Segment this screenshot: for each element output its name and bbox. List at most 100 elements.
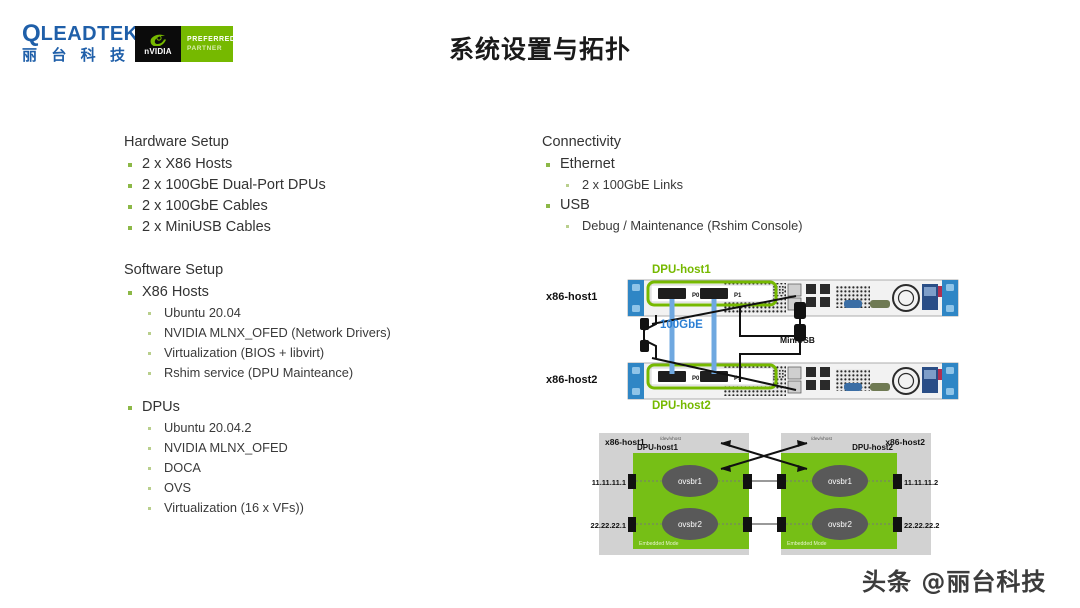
- bullet-square-icon: [128, 226, 132, 230]
- logical-ovsbr1-right: [812, 465, 868, 497]
- port-label-p0: P0: [692, 293, 700, 299]
- software-setup-list: X86 Hosts Ubuntu 20.04 NVIDIA MLNX_OFED …: [124, 282, 514, 518]
- list-item: Ubuntu 20.04.2: [142, 418, 514, 438]
- list-item: Debug / Maintenance (Rshim Console): [560, 216, 902, 236]
- leadtek-chinese-row: 丽 台 科 技: [22, 47, 125, 64]
- partner-line-2: PARTNER: [187, 45, 223, 52]
- list-item: Virtualization (BIOS + libvirt): [142, 343, 514, 363]
- usb-connector-heads: [640, 302, 806, 352]
- logical-host2-label: x86-host2: [885, 437, 925, 447]
- hardware-diagram-host1-label: x86-host1: [546, 291, 598, 303]
- nvidia-brand-block: nVIDIA: [135, 26, 181, 62]
- leadtek-cn-char-3: 科: [80, 47, 96, 64]
- port-label-p0: P0: [692, 376, 700, 382]
- partner-line-1: PREFERRED: [187, 36, 233, 43]
- sub-bullet-square-icon: [566, 183, 569, 187]
- group-spacer: [124, 383, 514, 397]
- list-item: NVIDIA MLNX_OFED (Network Drivers): [142, 323, 514, 343]
- logical-dpu1-label: DPU-host1: [637, 443, 678, 452]
- list-item-dpus: DPUs Ubuntu 20.04.2 NVIDIA MLNX_OFED DOC…: [124, 397, 514, 518]
- list-item: Rshim service (DPU Mainteance): [142, 363, 514, 383]
- server-chassis-host1: P0 P1: [627, 279, 959, 317]
- bullet-square-icon: [128, 163, 132, 167]
- list-item-label: 2 x 100GbE Dual-Port DPUs: [142, 177, 326, 193]
- list-item-label: Virtualization (BIOS + libvirt): [164, 345, 325, 360]
- port-label-p1: P1: [734, 293, 742, 299]
- logical-topology-diagram: ovsbr1 ovsbr2 ovsbr1 ovsbr2: [585, 427, 945, 560]
- hardware-diagram-dpu2-label: DPU-host2: [652, 400, 711, 412]
- hardware-diagram-dpu1-label: DPU-host1: [652, 264, 711, 276]
- list-item-ethernet: Ethernet 2 x 100GbE Links: [542, 154, 902, 195]
- list-item-label: OVS: [164, 480, 192, 495]
- list-item-label: Rshim service (DPU Mainteance): [164, 365, 354, 380]
- watermark: 头条 @丽台科技: [862, 568, 1047, 596]
- hardware-diagram-host2-label: x86-host2: [546, 374, 598, 386]
- connectivity-heading: Connectivity: [542, 134, 621, 150]
- section-spacer: [124, 238, 514, 259]
- group-label: DPUs: [142, 399, 180, 415]
- list-item: Ubuntu 20.04: [142, 303, 514, 323]
- list-item-x86-hosts: X86 Hosts Ubuntu 20.04 NVIDIA MLNX_OFED …: [124, 282, 514, 383]
- list-item-label: 2 x 100GbE Links: [582, 177, 684, 192]
- leadtek-q-mark: Q: [22, 20, 41, 47]
- bullet-square-icon: [128, 205, 132, 209]
- hardware-setup-heading: Hardware Setup: [124, 134, 229, 150]
- list-item-label: Virtualization (16 x VFs)): [164, 500, 304, 515]
- leadtek-logo: Q LEADTEK 丽 台 科 技: [22, 20, 138, 67]
- dpus-sublist: Ubuntu 20.04.2 NVIDIA MLNX_OFED DOCA OVS…: [142, 418, 514, 518]
- logical-dev-label-left: /dev/vhost: [660, 436, 682, 441]
- list-item: 2 x 100GbE Cables: [124, 196, 514, 217]
- sub-bullet-square-icon: [148, 311, 151, 315]
- leadtek-cn-char-1: 丽: [22, 47, 38, 64]
- sub-bullet-square-icon: [148, 446, 151, 450]
- right-content-column: Connectivity Ethernet 2 x 100GbE Links U…: [542, 131, 902, 236]
- nvidia-eye-icon: [150, 34, 166, 46]
- page-title: 系统设置与拓扑: [448, 35, 631, 64]
- logical-left-ip2: 22.22.22.1: [591, 521, 626, 530]
- sub-bullet-square-icon: [148, 486, 151, 490]
- leadtek-cn-char-4: 技: [109, 47, 125, 64]
- logical-ovsbr1-left: [662, 465, 718, 497]
- logical-right-ip2: 22.22.22.2: [904, 521, 939, 530]
- list-item: 2 x 100GbE Dual-Port DPUs: [124, 175, 514, 196]
- hardware-topology-diagram: P0 P1: [546, 262, 960, 417]
- list-item-usb: USB Debug / Maintenance (Rshim Console): [542, 195, 902, 236]
- connectivity-list: Ethernet 2 x 100GbE Links USB Debug / Ma…: [542, 154, 902, 236]
- sub-bullet-square-icon: [148, 351, 151, 355]
- usb-sublist: Debug / Maintenance (Rshim Console): [560, 216, 902, 236]
- logical-left-ip1: 11.11.11.1: [592, 478, 626, 487]
- sub-bullet-square-icon: [148, 506, 151, 510]
- leadtek-wordmark: LEADTEK: [40, 23, 139, 45]
- leadtek-wordmark-row: Q LEADTEK: [22, 20, 138, 47]
- list-item-label: 2 x X86 Hosts: [142, 156, 233, 172]
- logical-bridge-label: ovsbr1: [828, 477, 853, 486]
- group-label: USB: [560, 197, 590, 213]
- hardware-diagram-miniusb-label: MiniUSB: [780, 335, 815, 345]
- list-item-label: Ubuntu 20.04: [164, 305, 241, 320]
- nvidia-brand-text: nVIDIA: [144, 47, 172, 56]
- logical-dev-label-right: /dev/vhost: [811, 436, 833, 441]
- hardware-topology-svg: P0 P1: [627, 279, 959, 400]
- list-item: 2 x X86 Hosts: [124, 154, 514, 175]
- list-item-label: 2 x MiniUSB Cables: [142, 219, 271, 235]
- logical-ovsbr2-right: [812, 508, 868, 540]
- bullet-square-icon: [128, 291, 132, 295]
- list-item: Virtualization (16 x VFs)): [142, 498, 514, 518]
- list-item-label: Debug / Maintenance (Rshim Console): [582, 218, 803, 233]
- logical-bridge-label: ovsbr2: [828, 520, 853, 529]
- sub-bullet-square-icon: [148, 466, 151, 470]
- logical-dpu2-label: DPU-host2: [852, 443, 893, 452]
- list-item-label: 2 x 100GbE Cables: [142, 198, 268, 214]
- logical-host1-label: x86-host1: [605, 437, 645, 447]
- leadtek-cn-char-2: 台: [51, 47, 67, 64]
- bullet-square-icon: [128, 184, 132, 188]
- logical-topology-svg: ovsbr1 ovsbr2 ovsbr1 ovsbr2: [591, 433, 939, 555]
- logical-mode-label-right: Embedded Mode: [787, 541, 827, 547]
- nvidia-partner-block: PREFERRED PARTNER: [181, 26, 233, 62]
- list-item: 2 x 100GbE Links: [560, 175, 902, 195]
- port-label-p1: P1: [734, 376, 742, 382]
- list-item-label: DOCA: [164, 460, 201, 475]
- bullet-square-icon: [128, 406, 132, 410]
- list-item: NVIDIA MLNX_OFED: [142, 438, 514, 458]
